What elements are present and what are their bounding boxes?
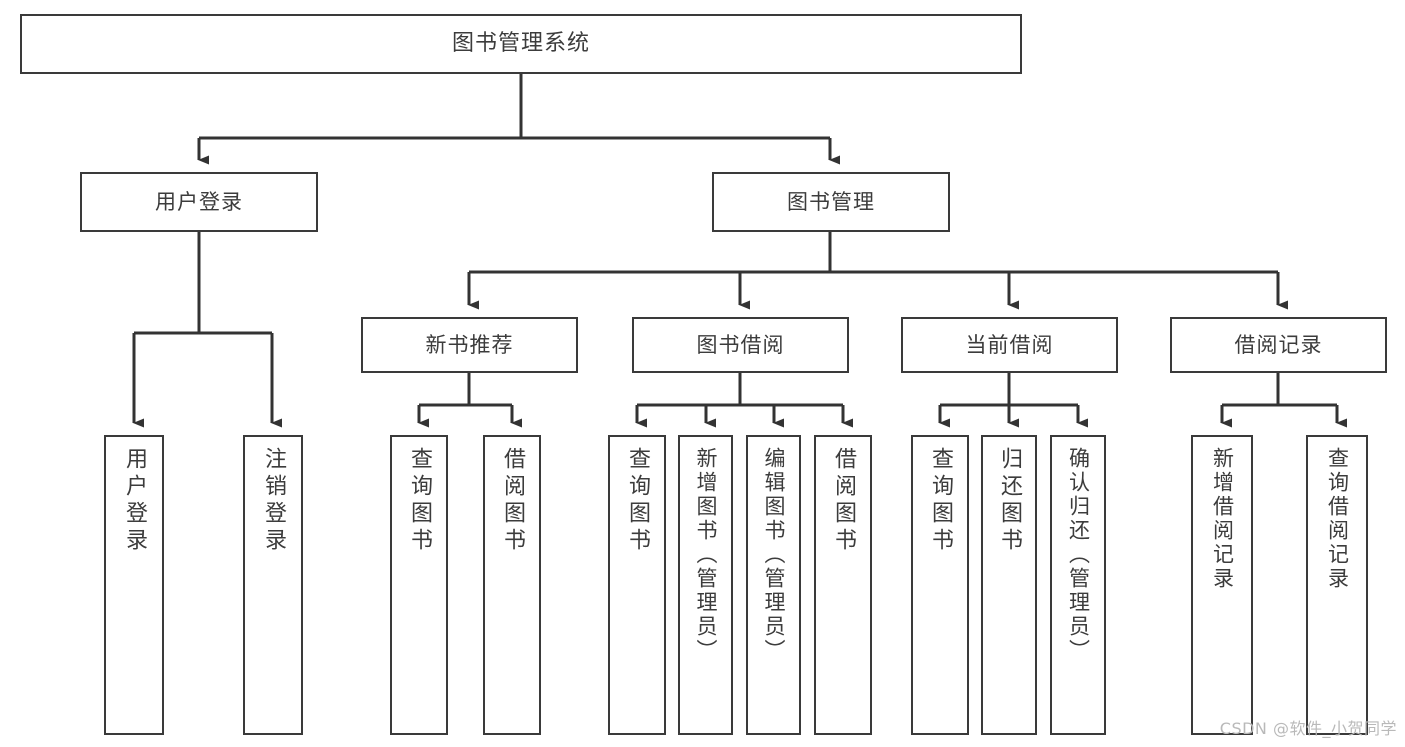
node-root-book-management-system[interactable]: 图书管理系统 bbox=[20, 14, 1022, 74]
node-leaf-return-book[interactable]: 归还图书 bbox=[981, 435, 1037, 735]
node-leaf-add-borrow-record[interactable]: 新增借阅记录 bbox=[1191, 435, 1253, 735]
node-label: 查询图书 bbox=[625, 447, 650, 555]
node-leaf-edit-book-admin[interactable]: 编辑图书（管理员） bbox=[746, 435, 801, 735]
node-new-book-recommend[interactable]: 新书推荐 bbox=[361, 317, 578, 373]
node-label: 注销登录 bbox=[261, 447, 286, 555]
node-label: 新书推荐 bbox=[425, 332, 514, 357]
node-leaf-logout-login[interactable]: 注销登录 bbox=[243, 435, 303, 735]
node-label: 归还图书 bbox=[997, 447, 1022, 555]
node-leaf-user-login[interactable]: 用户登录 bbox=[104, 435, 164, 735]
node-label: 确认归还（管理员） bbox=[1066, 447, 1091, 663]
node-leaf-query-borrow-record[interactable]: 查询借阅记录 bbox=[1306, 435, 1368, 735]
node-label: 借阅记录 bbox=[1234, 332, 1323, 357]
node-label: 查询图书 bbox=[407, 447, 432, 555]
node-label: 图书借阅 bbox=[696, 332, 785, 357]
node-leaf-query-book-3[interactable]: 查询图书 bbox=[911, 435, 969, 735]
node-user-login[interactable]: 用户登录 bbox=[80, 172, 318, 232]
node-leaf-borrow-book-1[interactable]: 借阅图书 bbox=[483, 435, 541, 735]
node-label: 查询借阅记录 bbox=[1325, 447, 1350, 591]
node-book-borrow[interactable]: 图书借阅 bbox=[632, 317, 849, 373]
node-borrow-record[interactable]: 借阅记录 bbox=[1170, 317, 1387, 373]
node-leaf-confirm-return-admin[interactable]: 确认归还（管理员） bbox=[1050, 435, 1106, 735]
node-leaf-add-book-admin[interactable]: 新增图书（管理员） bbox=[678, 435, 733, 735]
node-label: 新增借阅记录 bbox=[1210, 447, 1235, 591]
node-label: 用户登录 bbox=[155, 189, 243, 214]
csdn-watermark: CSDN @软件_小贺同学 bbox=[1219, 719, 1397, 738]
node-label: 图书管理系统 bbox=[451, 31, 590, 57]
node-label: 编辑图书（管理员） bbox=[762, 447, 786, 663]
node-label: 新增图书（管理员） bbox=[694, 447, 718, 663]
node-label: 借阅图书 bbox=[500, 447, 525, 555]
node-label: 查询图书 bbox=[928, 447, 953, 555]
node-leaf-borrow-book-2[interactable]: 借阅图书 bbox=[814, 435, 872, 735]
node-label: 当前借阅 bbox=[965, 332, 1054, 357]
node-label: 图书管理 bbox=[787, 189, 875, 214]
node-current-borrow[interactable]: 当前借阅 bbox=[901, 317, 1118, 373]
node-book-manage[interactable]: 图书管理 bbox=[712, 172, 950, 232]
node-label: 借阅图书 bbox=[831, 447, 856, 555]
node-leaf-query-book-1[interactable]: 查询图书 bbox=[390, 435, 448, 735]
node-label: 用户登录 bbox=[122, 447, 147, 555]
node-leaf-query-book-2[interactable]: 查询图书 bbox=[608, 435, 666, 735]
